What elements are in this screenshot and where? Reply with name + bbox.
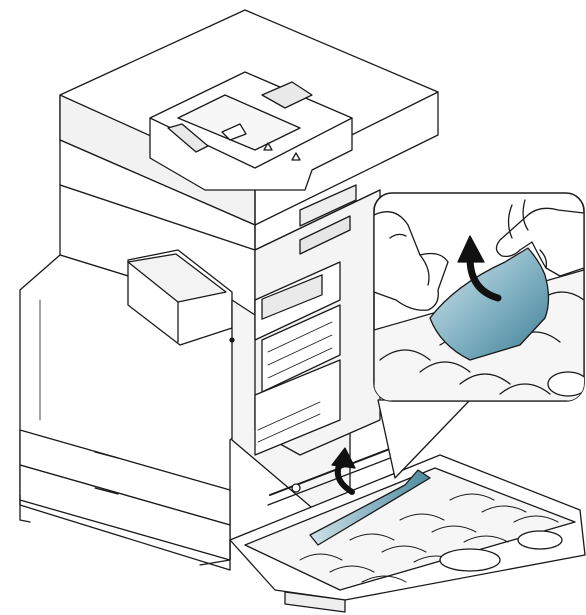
zoom-callout bbox=[374, 193, 586, 401]
